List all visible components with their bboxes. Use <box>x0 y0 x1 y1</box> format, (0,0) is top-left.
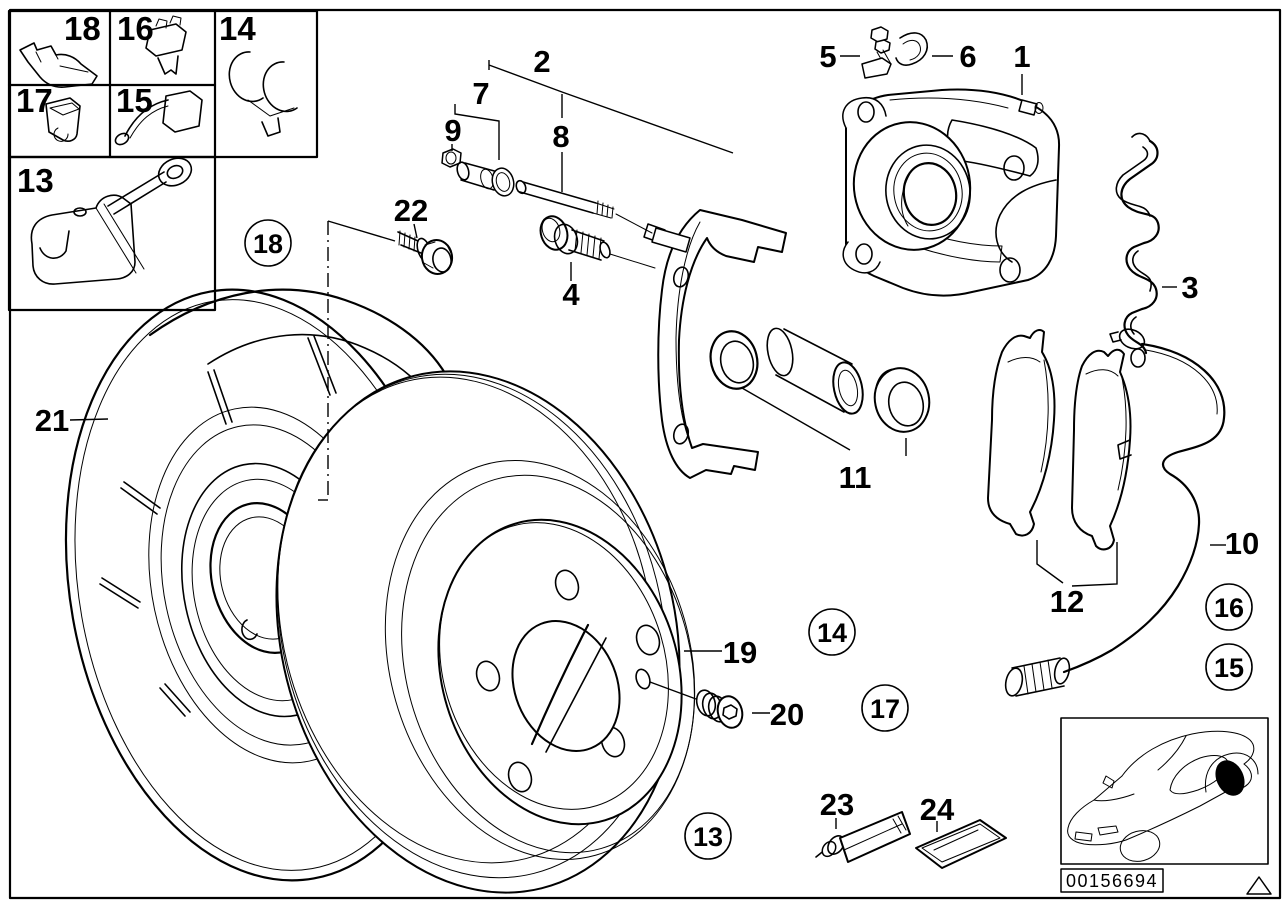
inset-label-13[interactable]: 13 <box>17 162 54 199</box>
inset-part-18 <box>19 42 98 88</box>
callout-23[interactable]: 23 <box>820 787 854 822</box>
callout-22[interactable]: 22 <box>394 193 428 228</box>
set-screw-hole <box>635 668 651 690</box>
circled-16[interactable]: 16 <box>1214 593 1244 623</box>
brake-disc <box>275 370 696 894</box>
circled-callouts: 18 14 17 13 16 15 <box>244 219 1253 860</box>
inset-label-18[interactable]: 18 <box>64 10 101 47</box>
shield-hole <box>241 619 258 641</box>
callout-8[interactable]: 8 <box>552 119 569 154</box>
callout-6[interactable]: 6 <box>959 39 976 74</box>
piston-repair-kit <box>709 327 931 433</box>
callout-11[interactable]: 11 <box>839 460 872 495</box>
brake-caliper <box>842 88 1061 297</box>
rear-axle-marker <box>1215 760 1245 796</box>
guide-bolt <box>539 215 656 269</box>
circled-17[interactable]: 17 <box>870 694 900 724</box>
sensor-holder-clip <box>861 26 928 79</box>
callout-9[interactable]: 9 <box>444 113 461 148</box>
inset-part-15 <box>114 90 203 146</box>
inset-part-17 <box>45 97 81 142</box>
car-illustration <box>1067 730 1259 862</box>
inset-part-14 <box>228 51 298 137</box>
inset-label-16[interactable]: 16 <box>117 10 154 47</box>
callout-10[interactable]: 10 <box>1225 526 1259 561</box>
inset-label-17[interactable]: 17 <box>16 82 53 119</box>
callout-5[interactable]: 5 <box>819 39 836 74</box>
callout-21[interactable]: 21 <box>35 403 69 438</box>
image-code-box <box>1060 868 1164 893</box>
circled-13[interactable]: 13 <box>693 822 723 852</box>
callout-24[interactable]: 24 <box>920 792 955 827</box>
car-inset: 00156694 <box>1060 717 1272 895</box>
callout-1[interactable]: 1 <box>1013 39 1030 74</box>
page-border <box>8 8 1282 900</box>
wear-sensor <box>1004 328 1226 697</box>
shield-vent-slots <box>99 335 337 717</box>
retaining-spring <box>1115 132 1160 368</box>
carrier-bolt <box>397 230 454 275</box>
inset-label-15[interactable]: 15 <box>116 82 153 119</box>
caliper-carrier <box>643 209 787 479</box>
circled-15[interactable]: 15 <box>1214 653 1244 683</box>
paste-tube <box>815 811 911 863</box>
callout-20[interactable]: 20 <box>770 697 804 732</box>
circled-14[interactable]: 14 <box>817 618 847 648</box>
sensor-plug <box>1004 657 1071 697</box>
inset-label-14[interactable]: 14 <box>219 10 256 47</box>
set-screw <box>695 689 744 729</box>
callout-3[interactable]: 3 <box>1181 270 1198 305</box>
callout-7[interactable]: 7 <box>472 76 489 111</box>
grease-sachet <box>915 819 1007 869</box>
lug-holes <box>475 569 661 793</box>
warning-triangle-icon <box>1246 876 1272 895</box>
brake-pads <box>987 329 1132 551</box>
image-code: 00156694 <box>1066 871 1158 891</box>
callout-4[interactable]: 4 <box>562 277 580 312</box>
callout-12[interactable]: 12 <box>1050 584 1084 619</box>
guide-bushing <box>441 148 515 197</box>
callout-19[interactable]: 19 <box>723 635 757 670</box>
leader-lines <box>69 55 1226 832</box>
inset-part-13 <box>30 157 193 285</box>
inset-part-16 <box>145 15 187 75</box>
inset-grid: 18 16 14 17 15 13 <box>7 9 319 312</box>
callout-2[interactable]: 2 <box>533 44 550 79</box>
guide-pin <box>515 179 691 253</box>
circled-18[interactable]: 18 <box>253 229 283 259</box>
callouts: 2 7 9 8 4 22 5 6 1 3 11 12 10 19 20 21 2… <box>35 39 1259 827</box>
